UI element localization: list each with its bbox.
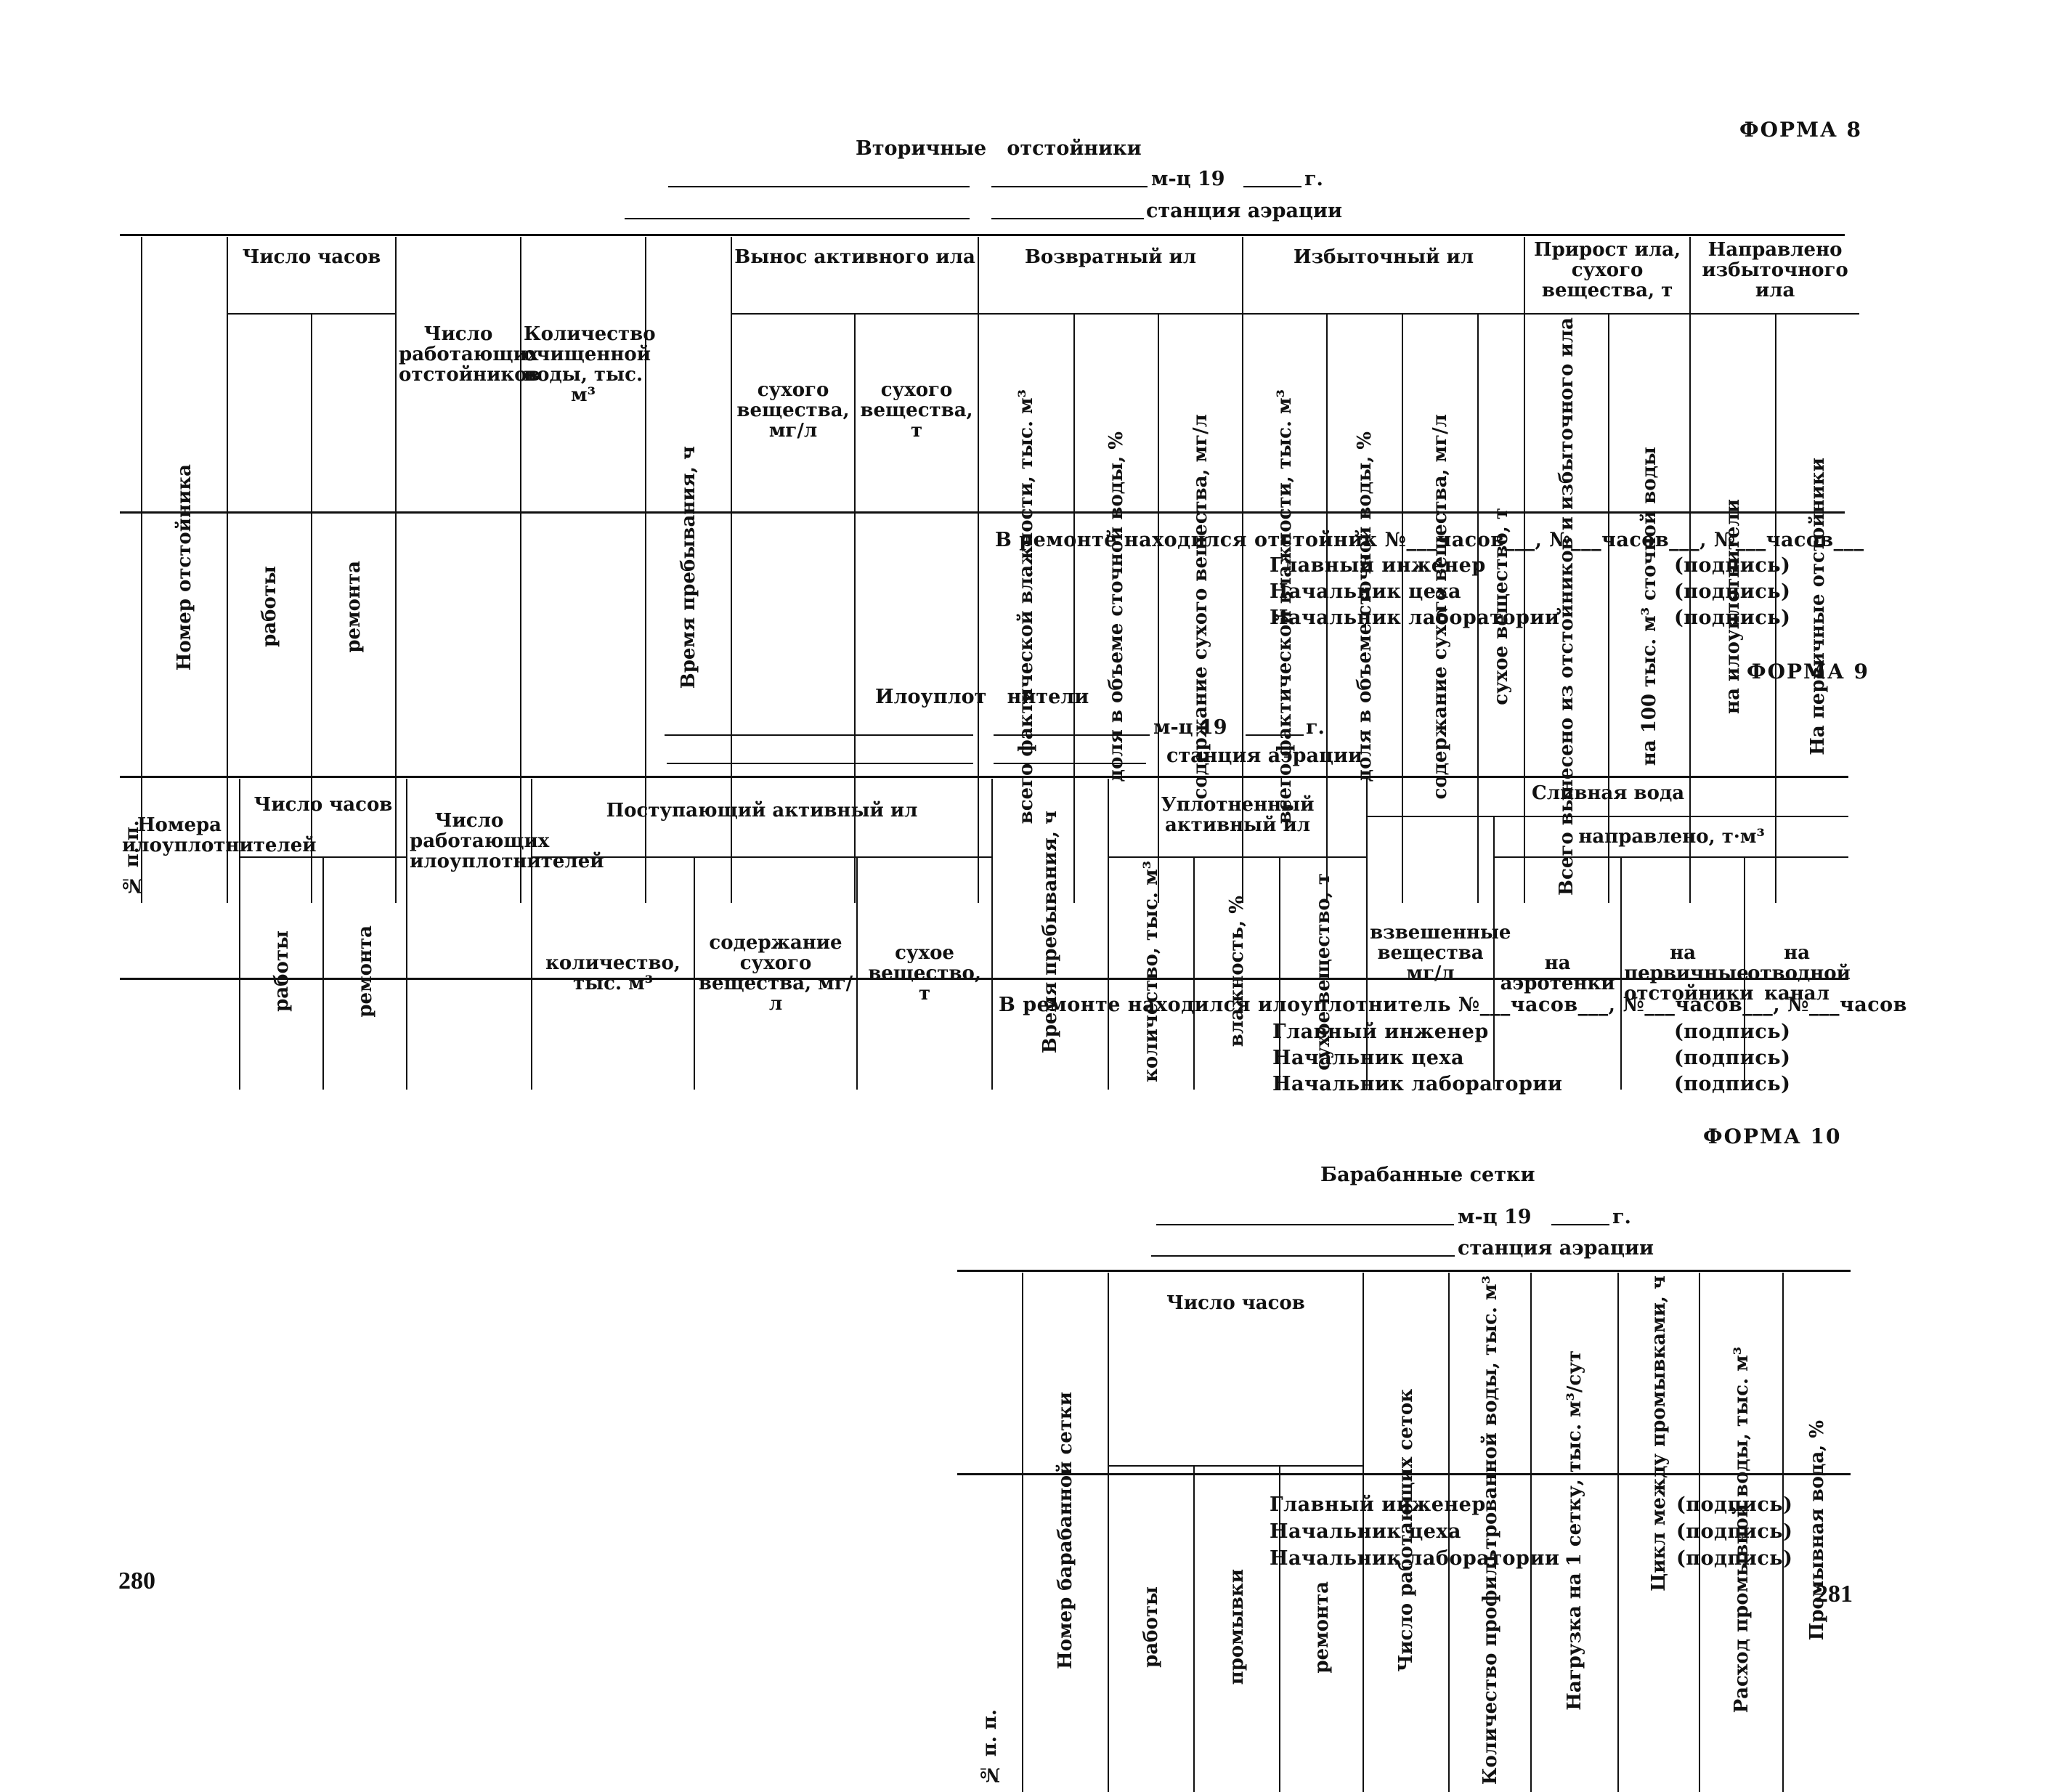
form9-sig-role-0: Главный инженер <box>1272 1021 1489 1043</box>
form9-year-suffix: г. <box>1306 716 1325 739</box>
form8-sig-mark-1: (подпись) <box>1674 580 1791 603</box>
form10-table-bottom-rule <box>957 1473 1851 1475</box>
f9-col-incoming-content: содержание сухого вещества, мг/л <box>694 856 858 1090</box>
form10-month-label: м-ц 19 <box>1458 1206 1532 1228</box>
f9-col-hours-repair: ремонта <box>322 856 408 1090</box>
form9-table-top-rule <box>120 776 1848 778</box>
form10-sig-mark-2: (подпись) <box>1676 1547 1793 1570</box>
f9-col-working-count: Число работающих илоуплотнителей <box>406 779 604 1090</box>
form9-title: Илоуплот нители <box>875 686 1089 708</box>
f10-col-cycle: Цикл между промывками, ч <box>1617 1273 1700 1792</box>
f9-col-thickener-no: Номера илоуплотнителей <box>120 779 317 1090</box>
form10-table: № п. п. Номер барабанной сетки Число час… <box>957 1273 1851 1792</box>
f8-col-directed: Направлено избыточного ила <box>1689 237 1860 314</box>
f9-col-residence-time: Время пребывания, ч <box>991 779 1110 1090</box>
f9-col-drain: Сливная вода <box>1366 779 1849 816</box>
form10-table-top-rule <box>957 1270 1851 1272</box>
f9-col-drain-directed: направлено, т·м³ <box>1493 816 1849 857</box>
f8-col-hours: Число часов <box>226 237 397 314</box>
f9-col-incoming-qty: количество, тыс. м³ <box>531 856 696 1090</box>
form9-sig-mark-2: (подпись) <box>1674 1073 1791 1095</box>
form9-month-label: м-ц 19 <box>1153 716 1227 739</box>
page-number-right: 281 <box>1816 1581 1853 1607</box>
f10-col-num: № п. п. <box>957 1273 1023 1792</box>
f10-col-wash-water: Расход промывной воды, тыс. м³ <box>1699 1273 1784 1792</box>
f9-col-incoming: Поступающий активный ил <box>531 779 994 857</box>
form10-sig-mark-1: (подпись) <box>1676 1520 1793 1543</box>
form8-title: Вторичные отстойники <box>856 137 1142 160</box>
form9-sig-role-1: Начальник цеха <box>1272 1047 1465 1069</box>
form8-station-blank-mid[interactable] <box>991 218 1144 219</box>
form9-year-blank[interactable] <box>1246 734 1304 736</box>
form9-table: Номера илоуплотнителей Число часов Число… <box>120 779 1851 1090</box>
form8-month-blank-left[interactable] <box>668 186 970 187</box>
page-number-left: 280 <box>118 1568 155 1594</box>
f10-col-wash-pct: Промывная вода, % <box>1782 1273 1851 1792</box>
form10-label: ФОРМА 10 <box>1703 1124 1842 1148</box>
form9-station-label: станция аэрации <box>1166 745 1363 767</box>
form8-table-bottom-rule <box>120 511 1845 514</box>
form8-sig-role-0: Главный инженер <box>1270 554 1486 577</box>
form10-month-blank[interactable] <box>1156 1224 1454 1225</box>
form10-sig-role-1: Начальник цеха <box>1270 1520 1462 1543</box>
form8-sig-mark-0: (подпись) <box>1674 554 1791 577</box>
form9-sig-mark-0: (подпись) <box>1674 1021 1791 1043</box>
f9-col-compacted-qty: количество, тыс. м³ <box>1108 856 1195 1090</box>
f8-col-excess: Избыточный ил <box>1242 237 1526 314</box>
form8-sig-mark-2: (подпись) <box>1674 607 1791 629</box>
form8-month-label: м-ц 19 <box>1151 168 1225 190</box>
form8-repair-note: В ремонте находился отстойник №___часов_… <box>995 529 1864 551</box>
form9-label: ФОРМА 9 <box>1747 660 1870 684</box>
f10-col-hours: Число часов <box>1108 1273 1364 1466</box>
form9-station-blank-mid[interactable] <box>994 763 1146 764</box>
form10-sig-role-0: Главный инженер <box>1270 1493 1486 1516</box>
f8-col-growth: Прирост ила, сухого вещества, т <box>1524 237 1692 314</box>
f9-col-compacted-moist: влажность, % <box>1193 856 1281 1090</box>
f9-col-compacted-dry: сухое вещество, т <box>1279 856 1368 1090</box>
f10-col-hours-wash: промывки <box>1193 1464 1280 1792</box>
form10-sig-role-2: Начальник лаборатории <box>1270 1547 1560 1570</box>
form9-sig-role-2: Начальник лаборатории <box>1272 1073 1563 1095</box>
form10-sig-mark-0: (подпись) <box>1676 1493 1793 1516</box>
f10-col-drum-no: Номер барабанной сетки <box>1022 1273 1109 1792</box>
f9-col-drain-primary: на первичные отстойники <box>1620 856 1753 1090</box>
f9-col-drain-aero: на аэротенки <box>1493 856 1623 1090</box>
form8-table-top-rule <box>120 234 1845 236</box>
f9-col-drain-suspended: взвешенные вещества мг/л <box>1367 816 1511 1090</box>
form10-year-suffix: г. <box>1612 1206 1631 1228</box>
form8-year-suffix: г. <box>1304 168 1323 190</box>
f9-col-hours-work: работы <box>240 856 324 1090</box>
form9-month-blank-left[interactable] <box>665 734 973 736</box>
form8-station-blank-left[interactable] <box>625 218 970 219</box>
f9-col-hours: Число часов <box>238 779 408 857</box>
form8-label: ФОРМА 8 <box>1739 118 1863 142</box>
form9-table-bottom-rule <box>120 978 1848 980</box>
f10-col-load: Нагрузка на 1 сетку, тыс. м³/сут <box>1530 1273 1619 1792</box>
form9-station-blank-left[interactable] <box>667 763 973 764</box>
f8-col-carryover: Вынос активного ила <box>731 237 980 314</box>
form8-month-blank-mid[interactable] <box>991 186 1148 187</box>
form9-repair-note: В ремонте находился илоуплотнитель №___ч… <box>999 994 1907 1016</box>
form10-year-blank[interactable] <box>1551 1224 1609 1225</box>
form10-title: Барабанные сетки <box>1320 1164 1535 1186</box>
f10-col-hours-work: работы <box>1108 1464 1195 1792</box>
form9-month-blank-mid[interactable] <box>994 734 1150 736</box>
f9-col-incoming-dry: сухое вещество, т <box>856 856 994 1090</box>
form8-sig-role-1: Начальник цеха <box>1270 580 1462 603</box>
f8-col-return: Возвратный ил <box>978 237 1244 314</box>
form9-sig-mark-1: (подпись) <box>1674 1047 1791 1069</box>
form8-sig-role-2: Начальник лаборатории <box>1270 607 1560 629</box>
form10-station-blank[interactable] <box>1151 1255 1455 1257</box>
form10-station-label: станция аэрации <box>1458 1237 1654 1260</box>
f10-col-filtered: Количество профильтрованной воды, тыс. м… <box>1448 1273 1532 1792</box>
f9-col-compacted: Уплотненный активный ил <box>1108 779 1368 857</box>
form8-station-label: станция аэрации <box>1146 200 1343 222</box>
f10-col-working-count: Число работающих сеток <box>1362 1273 1450 1792</box>
f9-col-drain-channel: на отводной канал <box>1744 856 1851 1090</box>
form8-year-blank[interactable] <box>1243 186 1301 187</box>
